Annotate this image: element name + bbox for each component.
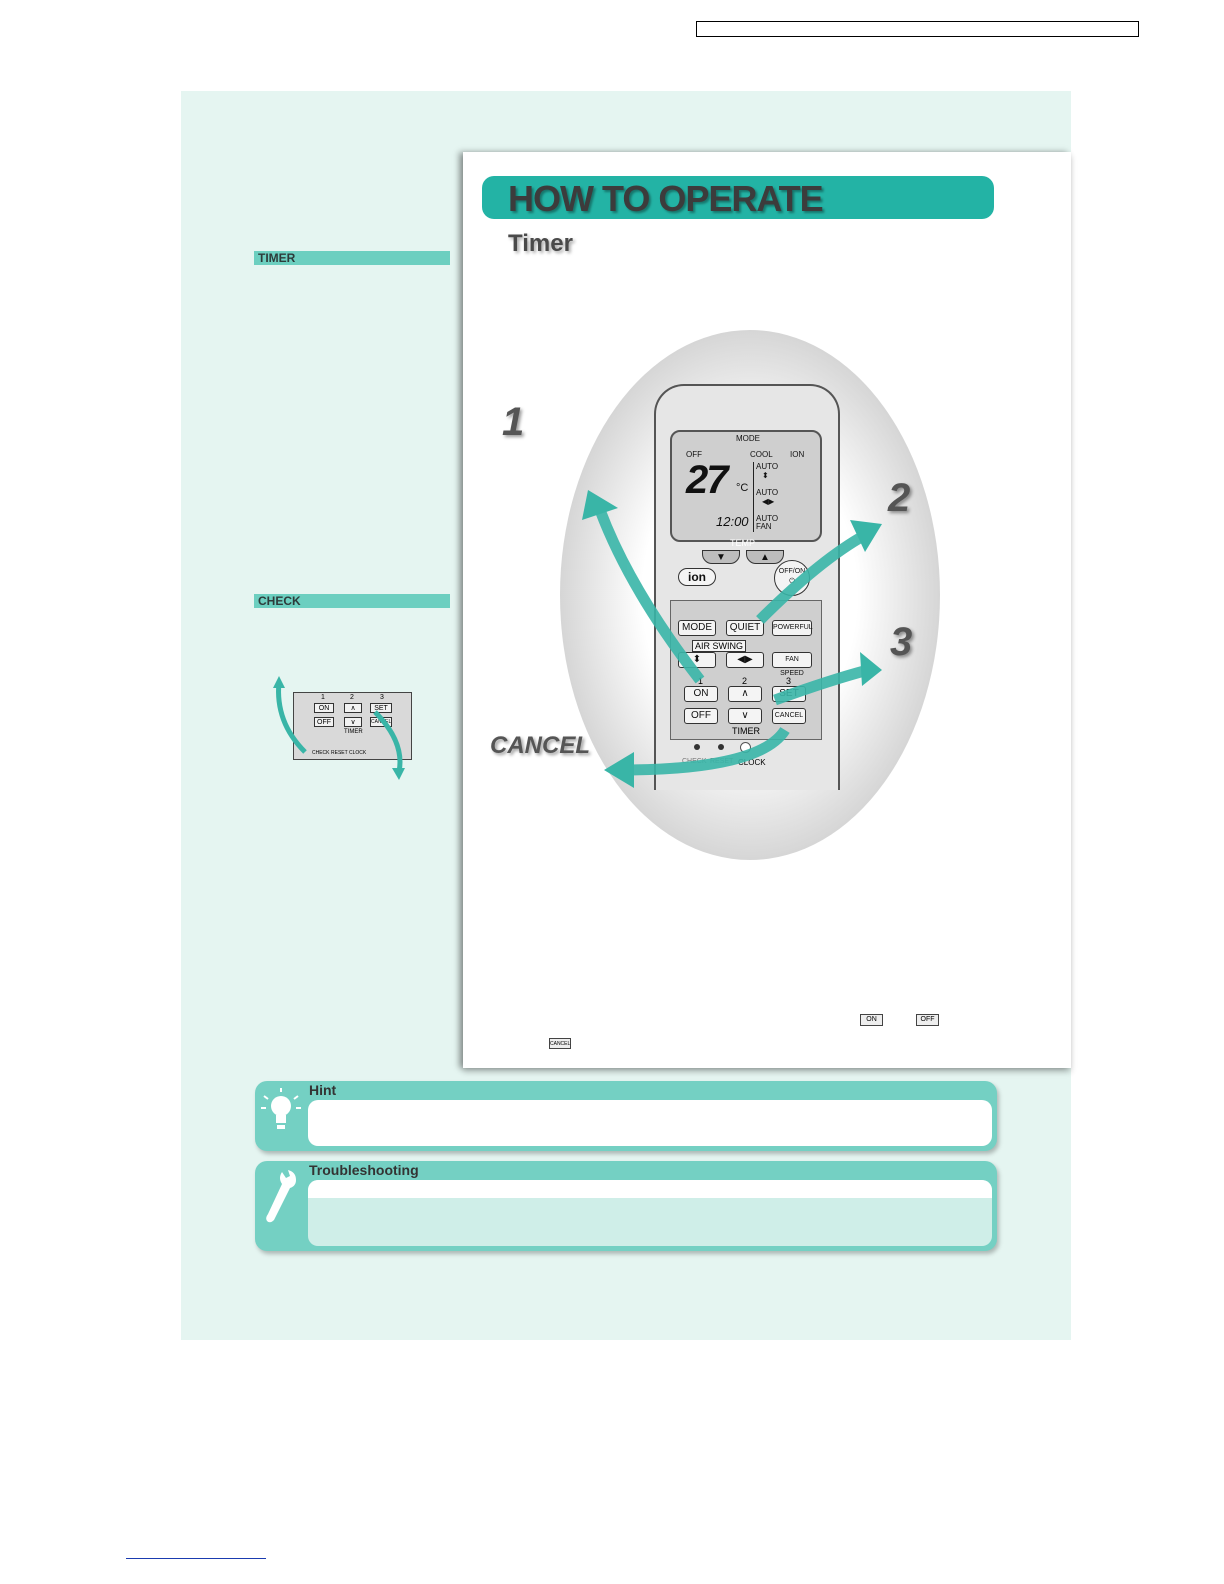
powerful-button: POWERFUL [772, 620, 813, 636]
footer-link-underline [126, 1558, 266, 1559]
cancel-step-label: CANCEL [490, 732, 590, 759]
mini-remote-image: 1 2 3 ON ∧ SET OFF ∨ CANCEL TIMER CHECK … [293, 692, 412, 760]
temp-label: TEMP [730, 538, 756, 548]
timer-number-2: 2 [742, 676, 748, 686]
temp-up-button: ▲ [746, 550, 784, 564]
lcd-ion: ION [790, 450, 805, 459]
mini-arrows [273, 676, 405, 780]
timer-number-3: 3 [786, 676, 792, 686]
mini-set-button: SET [370, 703, 392, 713]
mode-button: MODE [678, 620, 716, 636]
reset-dot [718, 744, 724, 750]
mini-number-3: 3 [380, 694, 384, 701]
lcd-horizontal-swing-icon: ◀▶ [762, 497, 775, 506]
lcd-auto-1: AUTO [756, 462, 779, 471]
lightbulb-icon [261, 1088, 301, 1129]
lcd-off: OFF [686, 450, 702, 459]
ion-button: ion [678, 568, 716, 586]
lcd-cool: COOL [750, 450, 773, 459]
troubleshooting-content-top [308, 1180, 992, 1198]
step-arrows [582, 490, 882, 788]
horizontal-swing-button: ◀▶ [726, 652, 764, 668]
step-1: 1 [502, 400, 525, 444]
hint-content [308, 1100, 992, 1146]
lcd-divider [753, 462, 754, 532]
troubleshooting-title: Troubleshooting [309, 1162, 419, 1178]
arrowhead-step-1 [582, 490, 618, 520]
lcd-auto-3: AUTO [756, 514, 779, 523]
arrowhead-step-2 [850, 520, 882, 552]
arrowhead-cancel [604, 752, 634, 788]
lcd-mode: MODE [736, 434, 760, 443]
arrow-step-3 [773, 664, 870, 706]
wrench-icon [266, 1170, 296, 1223]
mini-clock-label: CLOCK [349, 750, 367, 756]
footnote-cancel-button: CANCEL [549, 1038, 571, 1049]
lcd-vertical-swing-icon: ⬍ [762, 471, 769, 480]
banner-title: HOW TO OPERATE [508, 178, 824, 219]
check-dot [694, 744, 700, 750]
mini-timer-label: TIMER [344, 729, 363, 735]
arrow-step-2 [756, 530, 868, 624]
mini-down-icon: ∨ [344, 717, 362, 727]
arrow-step-1 [594, 508, 705, 684]
mini-off-button: OFF [314, 717, 334, 727]
footnote-off-button: OFF [916, 1014, 939, 1026]
mini-reset-label: RESET [331, 750, 348, 756]
title-banner [482, 176, 994, 219]
fan-speed-button: FAN SPEED [772, 652, 812, 677]
mini-arrowhead-down [392, 768, 405, 780]
arrow-cancel [619, 726, 790, 776]
mini-up-icon: ∧ [344, 703, 362, 713]
timer-cancel-button: CANCEL [772, 708, 806, 724]
remote-timer-label: TIMER [732, 726, 760, 736]
timer-on-button: ON [684, 686, 718, 702]
offon-label: OFF/ON [778, 568, 806, 575]
lcd-fan: FAN [756, 522, 772, 531]
lcd-unit: °C [736, 482, 749, 494]
timer-up-button: ∧ [728, 686, 762, 702]
temp-down-button: ▼ [702, 550, 740, 564]
mini-arrow-up [276, 681, 307, 754]
mini-arrow-down [373, 710, 403, 773]
lcd-temperature: 27 [686, 458, 728, 502]
quiet-button: QUIET [726, 620, 764, 636]
step-3: 3 [890, 620, 913, 664]
arrowhead-step-3 [860, 652, 882, 686]
timer-number-1: 1 [698, 676, 704, 686]
mini-number-1: 1 [321, 694, 325, 701]
timer-section-label: TIMER [254, 251, 450, 265]
footnote-on-button: ON [860, 1014, 883, 1026]
remote-lcd [670, 430, 822, 542]
remote-clock-label: CLOCK [738, 758, 766, 767]
lcd-clock: 12:00 [716, 514, 749, 529]
power-icon: ⏻ [789, 578, 795, 585]
hint-title: Hint [309, 1082, 337, 1098]
air-swing-label: AIR SWING [692, 640, 747, 652]
header-box [696, 21, 1139, 37]
lcd-auto-2: AUTO [756, 488, 779, 497]
mini-check-label: CHECK [312, 750, 330, 756]
check-section-label: CHECK [254, 594, 450, 608]
mini-arrowhead-up [273, 676, 285, 688]
timer-off-button: OFF [684, 708, 718, 724]
step-2: 2 [888, 476, 911, 520]
mini-on-button: ON [314, 703, 334, 713]
timer-down-button: ∨ [728, 708, 762, 724]
timer-heading: Timer [508, 230, 573, 257]
mini-number-2: 2 [350, 694, 354, 701]
